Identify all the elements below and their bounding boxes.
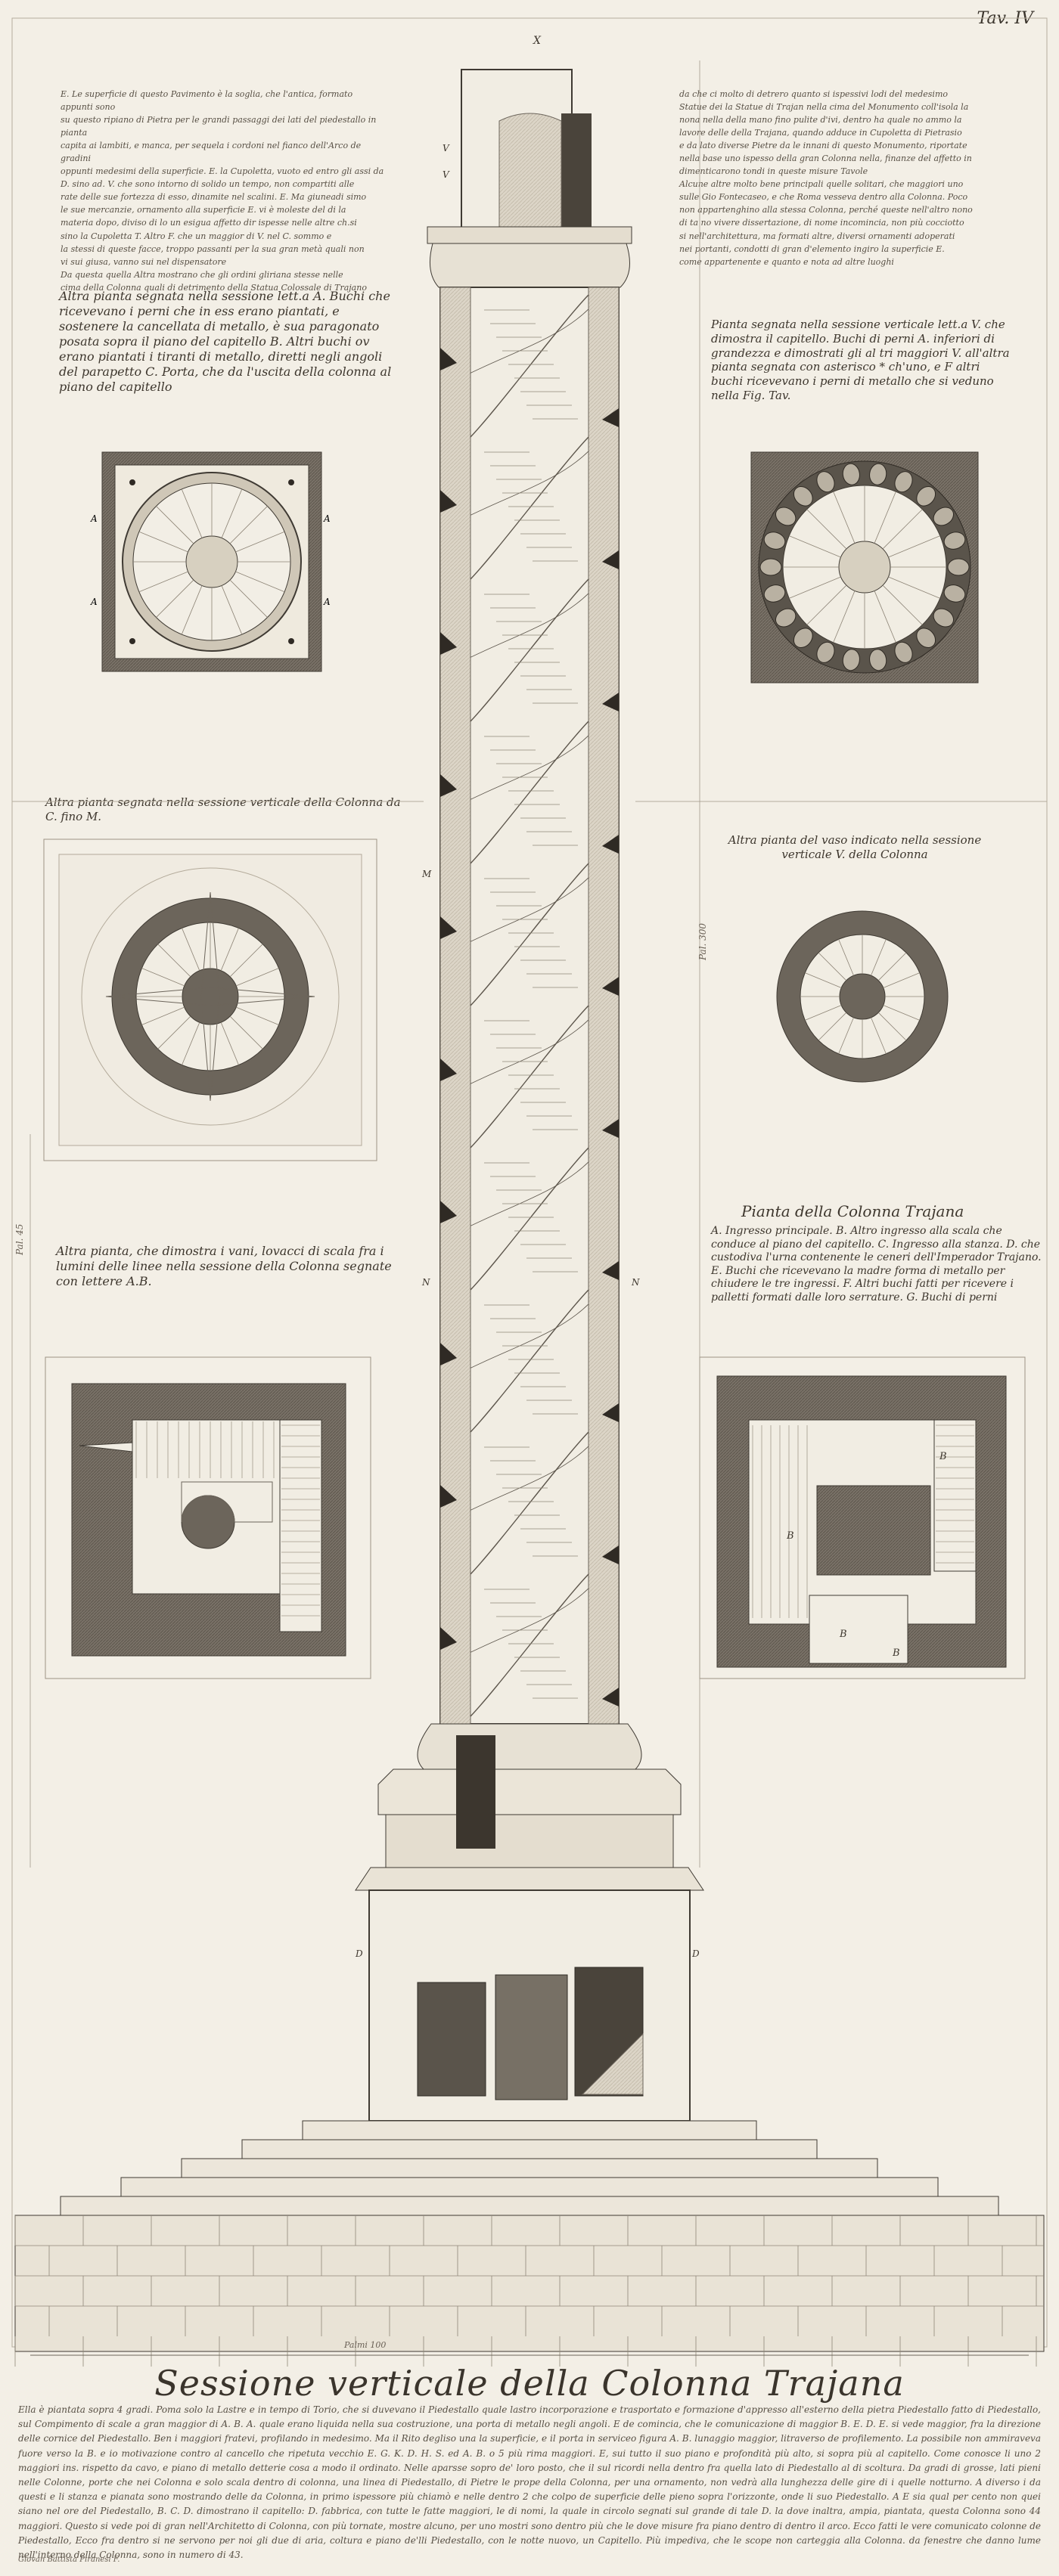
top-left-line: vi sui giusa, vanno sui nel dispensatore bbox=[61, 256, 227, 267]
column-letter: N bbox=[631, 1277, 640, 1288]
top-left-line: su questo ripiano di Pietra per le grand… bbox=[61, 115, 377, 138]
plan-f-drawing bbox=[699, 1356, 1026, 1679]
plan-a-letter: A bbox=[323, 597, 331, 607]
scale-label-right: Pal. 300 bbox=[697, 923, 708, 961]
top-right-line: nona nella della mano fino pulite d'ivi,… bbox=[679, 115, 962, 126]
top-left-line: la stessi di queste facce, troppo passan… bbox=[61, 243, 365, 254]
top-right-line: da che ci molto di detrero quanto si isp… bbox=[679, 89, 948, 99]
column-letter: V bbox=[443, 143, 450, 153]
column-letter: N bbox=[421, 1277, 430, 1288]
top-right-line: e da lato diverse Pietre da le innani di… bbox=[679, 141, 967, 151]
column-letter: D bbox=[355, 1948, 363, 1959]
stepped-base bbox=[14, 2120, 1045, 2367]
plan-a-drawing bbox=[101, 451, 322, 672]
plan-f-letter: B bbox=[892, 1648, 900, 1659]
top-left-line: cima della Colonna quali di detrimento d… bbox=[61, 282, 367, 293]
top-left-text: E. Le superficie di questo Pavimento è l… bbox=[61, 88, 386, 294]
caption-plan-d: Altra pianta del vaso indicato nella ses… bbox=[728, 833, 982, 861]
caption-plan-e: Altra pianta, che dimostra i vani, lovac… bbox=[56, 1244, 392, 1288]
column-letter: M bbox=[421, 869, 432, 879]
caption-plan-b: Pianta segnata nella sessione verticale … bbox=[711, 318, 1010, 402]
top-left-line: E. Le superficie di questo Pavimento è l… bbox=[61, 89, 353, 113]
column-letter: D bbox=[691, 1948, 700, 1959]
top-right-line: Statue dei la Statue di Trajan nella cim… bbox=[679, 102, 969, 113]
top-right-line: dimenticarono tondi in queste misure Tav… bbox=[679, 166, 868, 177]
footer-legend: Ella è piantata sopra 4 gradi. Poma solo… bbox=[18, 2404, 1041, 2560]
top-left-line: materia dopo, diviso di lo un esigua aff… bbox=[61, 218, 357, 228]
plan-f-letter: B bbox=[839, 1629, 847, 1640]
plan-c-drawing bbox=[43, 839, 377, 1161]
column-section bbox=[355, 69, 704, 2122]
top-left-line: rate delle sue fortezza di esso, dinamit… bbox=[61, 192, 367, 203]
engraver-signature: Giovan Battista Piranesi F. bbox=[18, 2556, 120, 2564]
top-left-line: Da questa quella Altra mostrano che gli … bbox=[61, 269, 343, 280]
top-left-line: oppunti medesimi della superficie. E. la… bbox=[61, 166, 384, 177]
column-letter: V bbox=[443, 169, 450, 180]
top-left-line: capita ai lambiti, e manca, per sequela … bbox=[61, 141, 362, 164]
top-right-line: come appartenente e quanto e nota ad alt… bbox=[679, 256, 894, 267]
top-right-line: di ta no vivere dissertazione, di nome i… bbox=[679, 218, 964, 228]
plan-f-letter: B bbox=[939, 1451, 947, 1462]
top-right-line: nei portanti, condotti di gran d'element… bbox=[679, 243, 945, 254]
top-right-line: lavore delle della Trajana, quando adduc… bbox=[679, 128, 962, 138]
plate-title: Sessione verticale della Colonna Trajana bbox=[154, 2363, 905, 2404]
top-left-line: le sue mercanzie, ornamento alla superfi… bbox=[61, 205, 346, 215]
top-right-line: si nell'architettura, ma formati altre, … bbox=[679, 231, 955, 241]
top-left-line: sino la Cupoletta T. Altro F. che un mag… bbox=[61, 231, 332, 241]
scale-label-left: Pal. 45 bbox=[14, 1224, 25, 1256]
caption-plan-c: Altra pianta segnata nella sessione vert… bbox=[45, 795, 401, 823]
plan-e-drawing bbox=[45, 1356, 371, 1679]
top-left-line: D. sino ad. V. che sono intorno di solid… bbox=[61, 179, 355, 190]
top-right-line: nella base uno ispesso della gran Colonn… bbox=[679, 153, 972, 164]
plan-a-letter: A bbox=[90, 597, 98, 607]
plan-f-letter: B bbox=[786, 1530, 794, 1542]
top-right-line: non appartenghino alla stessa Colonna, p… bbox=[679, 205, 973, 215]
plan-a-letter: A bbox=[90, 513, 98, 524]
top-right-text: da che ci molto di detrero quanto si isp… bbox=[679, 88, 1005, 268]
top-right-line: Alcune altre molto bene principali quell… bbox=[679, 179, 964, 190]
caption-plan-f-title: Pianta della Colonna Trajana bbox=[741, 1202, 964, 1220]
column-letter-x: X bbox=[533, 35, 542, 47]
plan-a-letter: A bbox=[323, 513, 331, 524]
plan-b-drawing bbox=[750, 451, 979, 684]
caption-plan-a: Altra pianta segnata nella sessione lett… bbox=[59, 289, 392, 394]
top-right-line: sulle Gio Fontecaseo, e che Roma vesseva… bbox=[679, 192, 968, 203]
base-scale-label: Palmi 100 bbox=[343, 2340, 386, 2350]
caption-plan-f: A. Ingresso principale. B. Altro ingress… bbox=[711, 1225, 1042, 1303]
plan-d-drawing bbox=[776, 910, 949, 1083]
